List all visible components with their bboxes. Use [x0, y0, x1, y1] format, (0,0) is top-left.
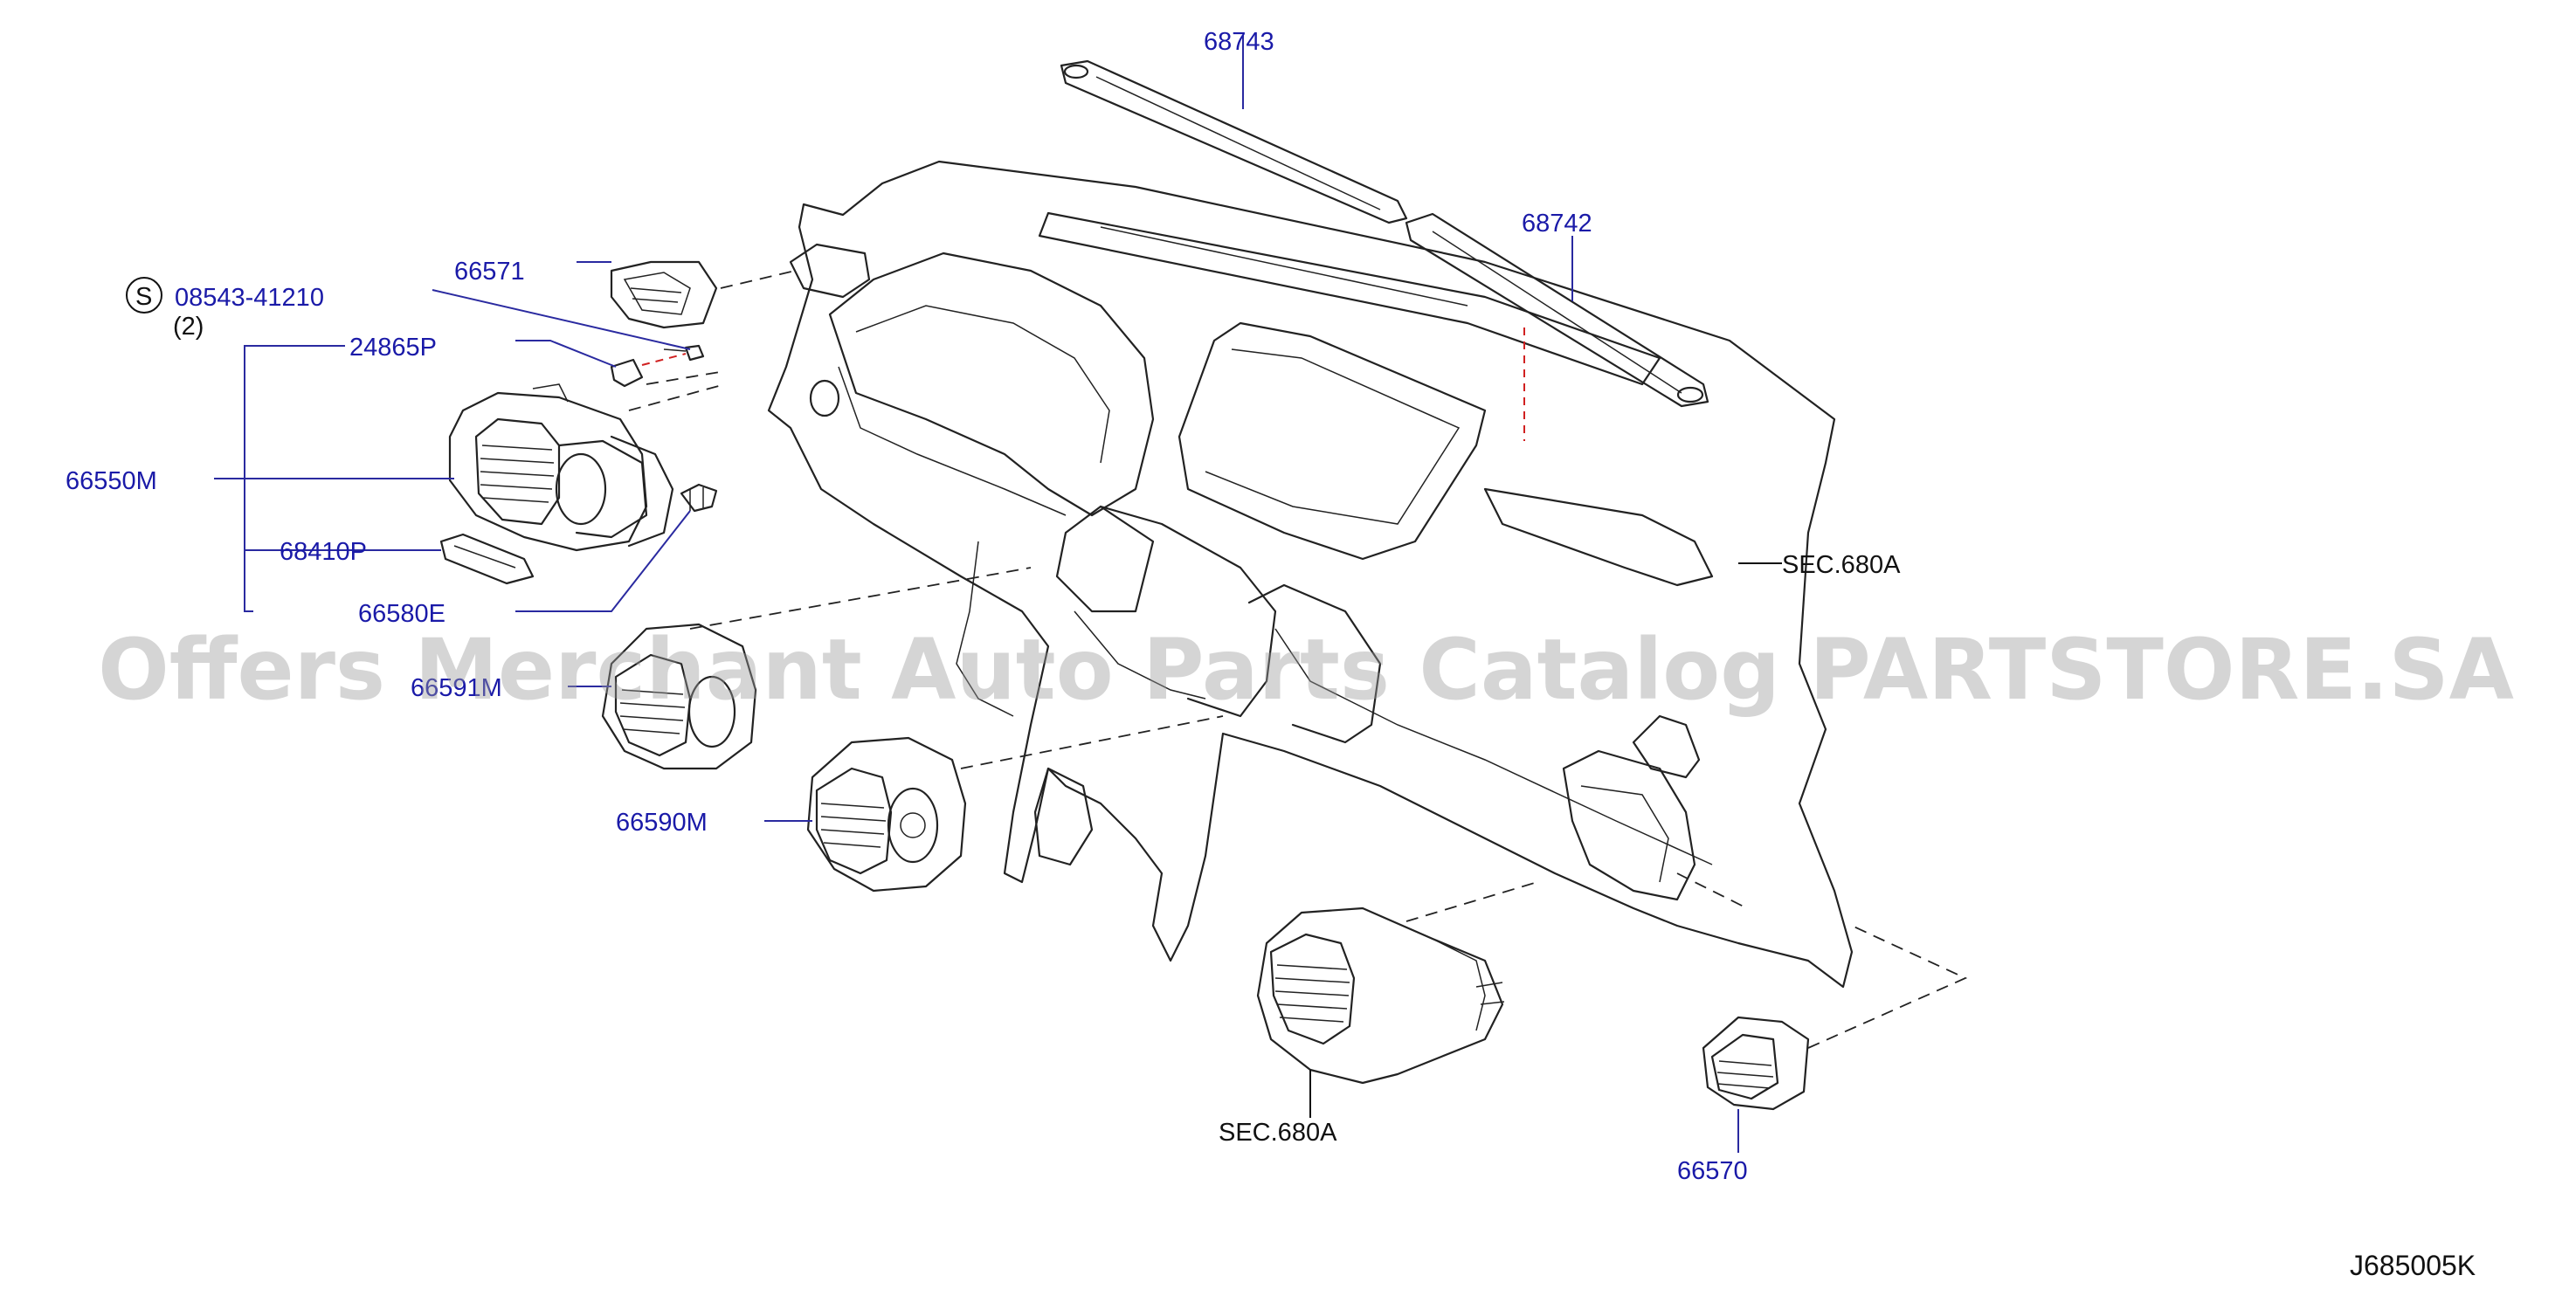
screw-symbol-circle [126, 277, 162, 314]
section-ref-lower: SEC.680A [1219, 1119, 1337, 1147]
section-ref-upper: SEC.680A [1782, 551, 1901, 579]
label-68410P: 68410P [280, 538, 367, 566]
label-24865P: 24865P [349, 334, 437, 362]
label-08543-41210: 08543-41210 [175, 284, 324, 312]
screw-symbol-letter: S [135, 283, 152, 311]
group-bracket-tick [245, 345, 345, 551]
bracket-68410P-drawing [245, 533, 535, 585]
screw-and-clip-drawing [432, 289, 726, 388]
label-68743: 68743 [1204, 28, 1274, 56]
label-66570: 66570 [1677, 1157, 1748, 1185]
lower-duct-drawing [1256, 881, 1538, 1118]
defroster-grille-68742-drawing [1405, 212, 1709, 408]
clip-66580E-drawing [515, 483, 718, 612]
side-vent-66570-drawing [1676, 872, 1968, 1153]
label-66550M: 66550M [66, 467, 157, 495]
defroster-grille-68743-drawing [1060, 35, 1408, 224]
label-66580E: 66580E [358, 600, 445, 628]
label-qty: (2) [173, 313, 204, 341]
vent-66590M-drawing [764, 715, 1224, 893]
center-vent-66550M-drawing [214, 383, 726, 552]
label-66591M: 66591M [411, 674, 502, 702]
label-66571: 66571 [454, 258, 525, 286]
label-66590M: 66590M [616, 809, 708, 837]
diagram-code: J685005K [2350, 1250, 2476, 1281]
instrument-panel-drawing [767, 160, 1854, 989]
side-vent-66571-drawing [577, 260, 796, 329]
vent-66591M-drawing [568, 567, 1032, 770]
label-68742: 68742 [1522, 210, 1592, 238]
watermark: Offers Merchant Auto Parts Catalog PARTS… [98, 621, 2514, 719]
